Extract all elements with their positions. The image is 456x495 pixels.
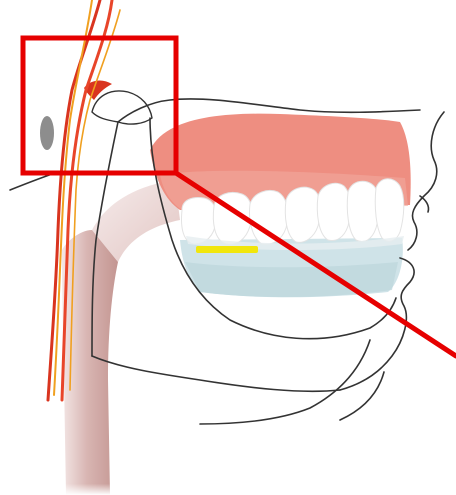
tooth — [317, 183, 350, 240]
lower-denture-gum-shade — [185, 262, 398, 297]
tooth — [285, 187, 320, 242]
cervical-spine — [60, 180, 180, 495]
tooth — [347, 181, 379, 241]
tooth — [375, 179, 404, 242]
bite-pad — [196, 246, 258, 253]
ear-marker — [40, 116, 54, 150]
